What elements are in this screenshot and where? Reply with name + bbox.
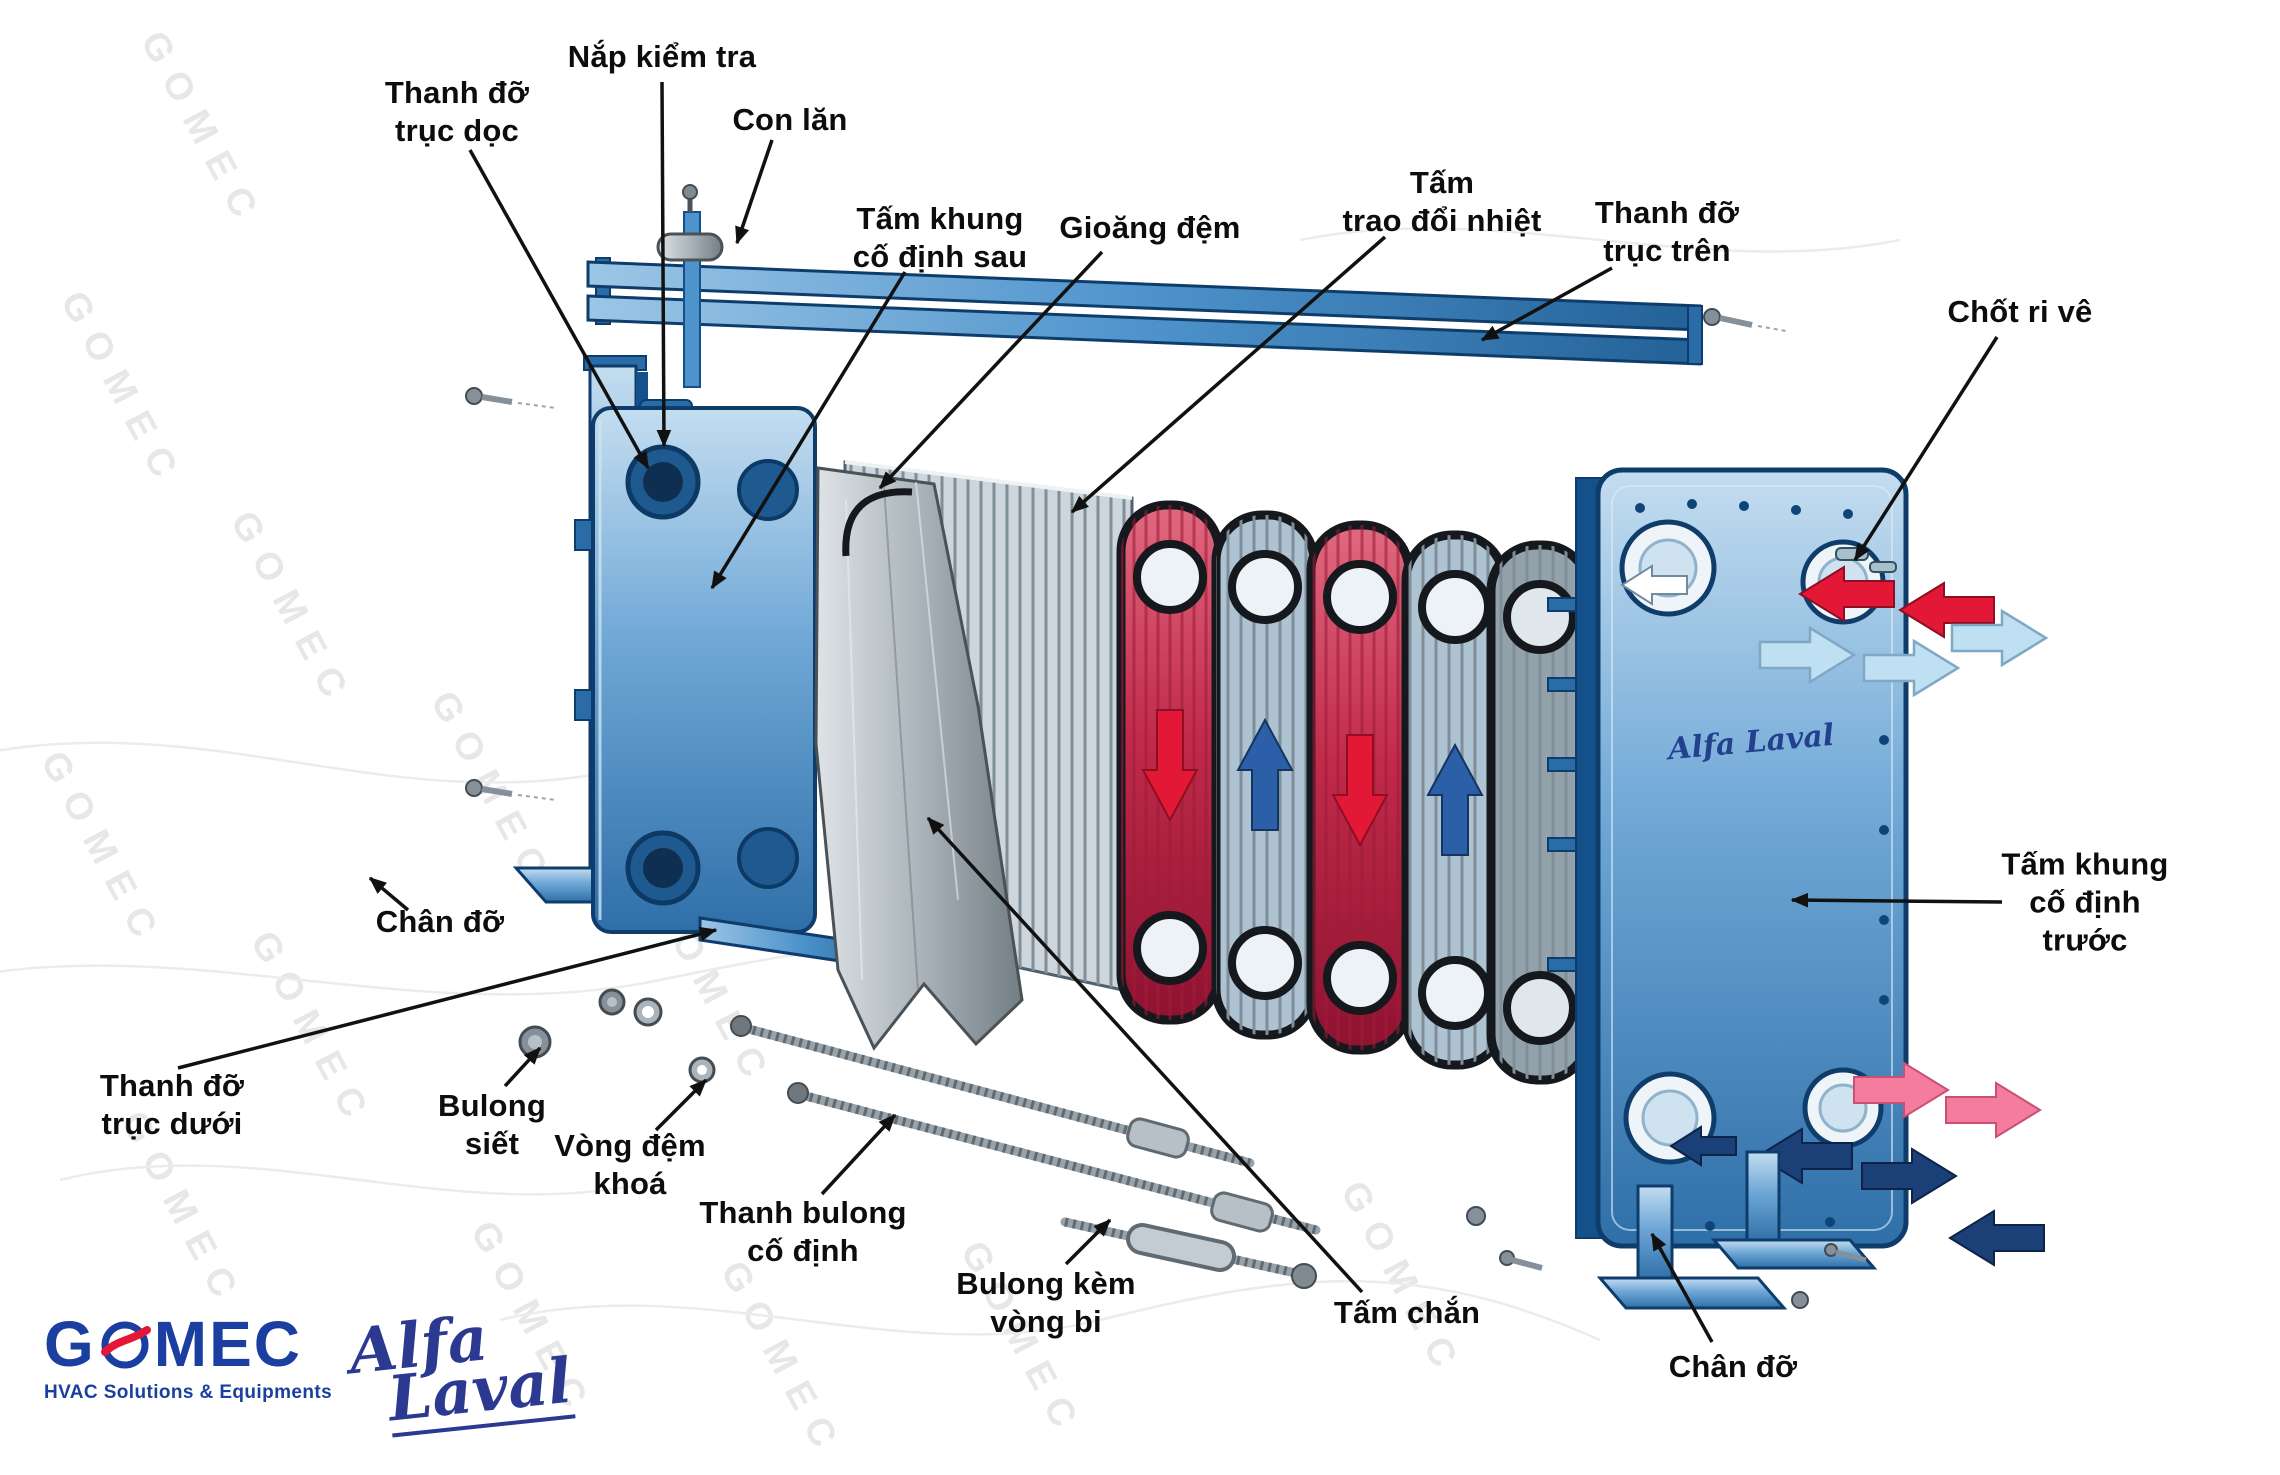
red-left-arrow xyxy=(1898,581,1995,639)
alfa-laval-logo: Alfa Laval xyxy=(346,1301,576,1441)
navy-left-arrow xyxy=(1948,1209,2045,1267)
cold-up-arrow xyxy=(1236,717,1294,831)
gomec-text-g: G xyxy=(44,1308,96,1380)
heat-exchange-plates xyxy=(1116,500,1594,1085)
cold-inlet-arrows xyxy=(1669,1125,2045,1267)
label-heat-plate: Tấm trao đổi nhiệt xyxy=(1342,165,1542,238)
watermark-text: GOMEC xyxy=(222,505,362,718)
label-lock-washer: Vòng đệm khoá xyxy=(554,1128,706,1201)
leader-gasket xyxy=(878,250,1104,490)
label-shield-plate: Tấm chắn xyxy=(1333,1295,1481,1331)
leader-shield-plate xyxy=(926,816,1364,1294)
leader-roller xyxy=(735,139,774,245)
leader-lock-washer xyxy=(654,1078,708,1132)
label-foot-left: Chân đỡ xyxy=(375,904,505,940)
label-foot-right: Chân đỡ xyxy=(1668,1349,1798,1385)
tightening-bolts xyxy=(518,988,626,1059)
heat-plate-cold xyxy=(1211,510,1319,1040)
cold-up-arrow xyxy=(1426,742,1484,856)
leader-lower-support xyxy=(177,926,718,1070)
pink-right-arrow xyxy=(1945,1081,2042,1139)
heat-plate-end xyxy=(1486,540,1594,1085)
watermark-text: GOMEC xyxy=(132,25,272,238)
pink-right-arrow xyxy=(1853,1061,1950,1119)
lock-washers xyxy=(633,997,716,1084)
leader-front-frame xyxy=(1790,892,2003,908)
leader-lines xyxy=(177,81,2003,1343)
stand-bolts xyxy=(465,387,557,801)
shield-plate xyxy=(814,466,1024,1051)
label-upper-support: Thanh đỡ trục trên xyxy=(1594,195,1740,268)
label-bearing-bolt: Bulong kèm vòng bi xyxy=(956,1266,1136,1339)
label-rear-frame: Tấm khung cố định sau xyxy=(852,201,1028,274)
label-tightening-bolt: Bulong siết xyxy=(438,1088,546,1161)
leader-vertical-support xyxy=(468,149,650,470)
leader-heat-plate xyxy=(1070,235,1387,514)
upper-carrying-bar xyxy=(586,184,1787,388)
leader-foot-left xyxy=(368,876,410,912)
red-left-arrow xyxy=(1798,565,1895,623)
lightblue-right-arrow xyxy=(1862,638,1961,698)
leader-inspection-cover xyxy=(656,81,672,448)
navy-right-arrow xyxy=(1861,1147,1958,1205)
gomec-tagline: HVAC Solutions & Equipments xyxy=(44,1382,333,1403)
heat-plate-cold xyxy=(1401,530,1509,1070)
lightblue-right-arrow xyxy=(1758,625,1857,685)
leader-bearing-bolt xyxy=(1064,1218,1112,1266)
watermark-text: GOMEC xyxy=(32,745,172,958)
gasket-edge xyxy=(842,488,913,557)
gomec-globe-icon xyxy=(99,1318,151,1370)
leader-upper-support xyxy=(1480,266,1613,342)
label-front-frame: Tấm khung cố định trước xyxy=(2001,846,2169,957)
roller xyxy=(656,184,724,388)
label-inspection-cover: Nắp kiểm tra xyxy=(567,39,757,75)
watermark-text: GOMEC xyxy=(712,1255,852,1468)
label-lower-support: Thanh đỡ trục dưới xyxy=(99,1068,245,1141)
gomec-text-mec: MEC xyxy=(153,1308,302,1380)
leader-fixing-bolt xyxy=(820,1113,897,1196)
hot-outlet-arrows xyxy=(1853,1061,2042,1139)
hot-inlet-arrows xyxy=(1798,565,1995,639)
foot-bolts xyxy=(1466,1206,1867,1309)
watermark-text: GOMEC xyxy=(52,285,192,498)
bar-end-bolt xyxy=(1703,308,1787,332)
hot-down-arrow xyxy=(1331,734,1389,848)
white-left-arrow xyxy=(1620,564,1688,606)
cold-outlet-arrows xyxy=(1620,564,2049,698)
hot-down-arrow xyxy=(1141,709,1199,823)
label-fixing-bolt: Thanh bulong cố định xyxy=(699,1195,907,1268)
navy-left-arrow xyxy=(1669,1125,1737,1167)
heat-plate-hot xyxy=(1116,500,1224,1025)
leader-rivet-pin xyxy=(1853,336,1999,562)
leader-foot-right xyxy=(1650,1232,1714,1343)
label-vertical-support: Thanh đỡ trục dọc xyxy=(384,75,530,148)
leader-rear-frame xyxy=(710,271,907,590)
watermark-text: GOMEC xyxy=(242,925,382,1138)
label-rivet-pin: Chốt ri vê xyxy=(1947,294,2093,330)
heat-plate-hot xyxy=(1306,520,1414,1055)
label-gasket: Gioăng đệm xyxy=(1059,210,1241,246)
label-roller: Con lăn xyxy=(732,102,848,138)
leader-tightening-bolt xyxy=(503,1046,542,1088)
lightblue-right-arrow xyxy=(1950,608,2049,668)
